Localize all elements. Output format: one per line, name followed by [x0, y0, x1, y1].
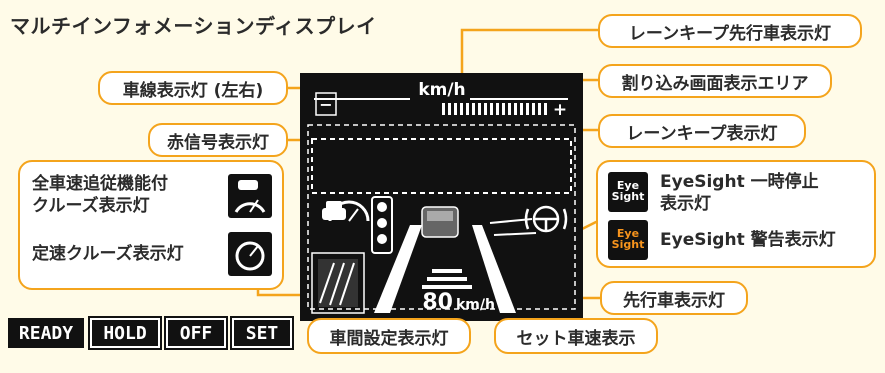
eyesight-pause-icon: Eye Sight — [608, 172, 648, 212]
plus-sign: + — [553, 100, 567, 120]
leader-status — [256, 286, 312, 297]
speed-unit-top: km/h — [418, 80, 465, 100]
status-off: OFF — [164, 316, 228, 350]
outer-dashed-frame — [307, 124, 576, 310]
acc-icon — [228, 174, 272, 218]
minus-box — [315, 92, 337, 116]
set-speed-value: 80 — [422, 290, 453, 315]
eyesight-pause-label-line1: EyeSight 一時停止 — [660, 172, 819, 192]
callout-lane-keep-lead: レーンキープ先行車表示灯 — [598, 14, 862, 48]
status-hold: HOLD — [88, 316, 162, 350]
lane-keep-steering-icon — [524, 205, 568, 233]
callout-lane-keep: レーンキープ表示灯 — [598, 114, 806, 148]
lead-vehicle-icon — [421, 206, 459, 238]
multi-info-display: − km/h + — [300, 73, 583, 321]
acc-car-icon — [322, 200, 370, 222]
red-signal-icon — [371, 196, 393, 254]
constant-cruise-icon — [228, 232, 272, 276]
speed-bar-gauge — [442, 103, 547, 115]
acc-label-line2: クルーズ表示灯 — [32, 196, 150, 216]
lane-left — [374, 225, 422, 313]
page-title: マルチインフォメーションディスプレイ — [10, 14, 377, 38]
cc-label: 定速クルーズ表示灯 — [32, 244, 184, 264]
status-ready: READY — [8, 318, 84, 348]
eyesight-pause-label-line2: 表示灯 — [660, 194, 711, 214]
eyesight-panel: Eye Sight EyeSight 一時停止 表示灯 Eye Sight Ey… — [596, 160, 876, 268]
status-set: SET — [230, 316, 294, 350]
callout-lane-indicator: 車線表示灯 (左右) — [98, 71, 288, 105]
acc-label-line1: 全車速追従機能付 — [32, 174, 168, 194]
callout-lead-vehicle: 先行車表示灯 — [600, 281, 748, 315]
cruise-panel: 全車速追従機能付 クルーズ表示灯 定速クルーズ表示灯 — [18, 160, 284, 290]
eyesight-warning-icon: Eye Sight — [608, 220, 648, 260]
lane-right — [472, 225, 516, 313]
eyesight-warning-label: EyeSight 警告表示灯 — [660, 230, 836, 250]
callout-distance-setting: 車間設定表示灯 — [307, 318, 471, 354]
interrupt-display-area — [311, 138, 572, 194]
distance-setting-bars — [311, 252, 365, 314]
road-lanes — [374, 225, 516, 313]
set-speed-unit: km/h — [456, 297, 495, 313]
callout-set-speed: セット車速表示 — [494, 318, 658, 354]
callout-red-signal: 赤信号表示灯 — [148, 123, 288, 157]
minus-sign: − — [319, 95, 332, 114]
callout-interrupt-area: 割り込み画面表示エリア — [598, 64, 832, 98]
